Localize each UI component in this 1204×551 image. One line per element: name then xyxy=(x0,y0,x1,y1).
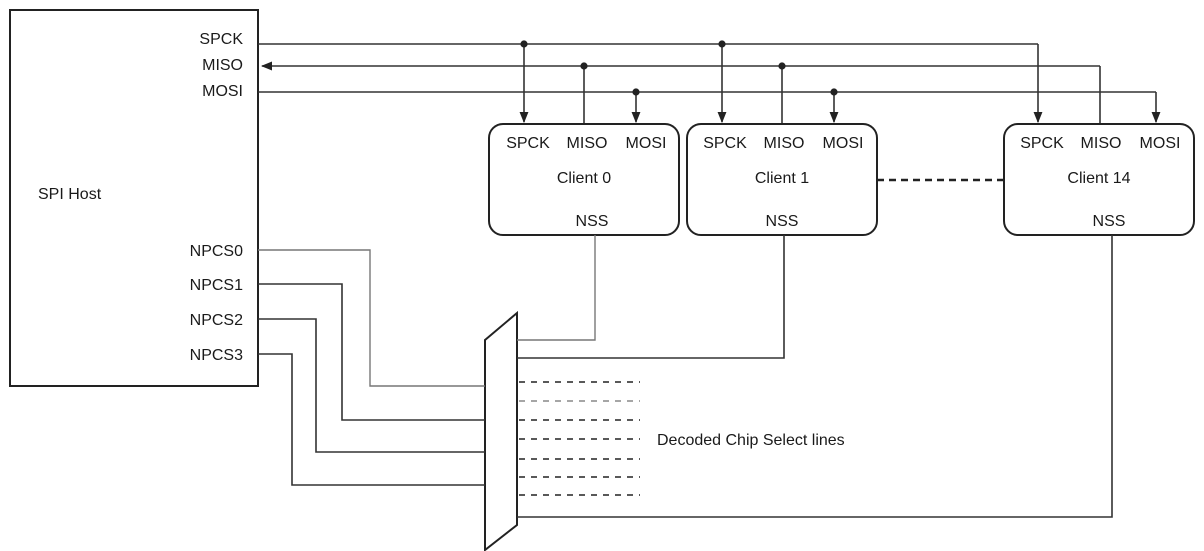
junction-dot xyxy=(632,88,640,96)
chip-select-decoder xyxy=(484,310,518,551)
client-0-name: Client 0 xyxy=(557,170,611,187)
host-pin-mosi: MOSI xyxy=(202,83,243,100)
client-1-nss: NSS xyxy=(766,213,799,230)
client-14-pin-miso: MISO xyxy=(1081,135,1122,152)
mosi-bus xyxy=(258,88,1161,124)
client-1-pin-mosi: MOSI xyxy=(823,135,864,152)
decoded-chip-select-lines xyxy=(519,381,640,496)
client-0-block: SPCK MISO MOSI Client 0 NSS xyxy=(488,123,680,236)
client-14-name: Client 14 xyxy=(1067,170,1130,187)
client-14-pin-mosi: MOSI xyxy=(1140,135,1181,152)
host-pin-npcs2: NPCS2 xyxy=(190,312,243,329)
junction-dot xyxy=(830,88,838,96)
host-pin-npcs0: NPCS0 xyxy=(190,243,243,260)
junction-dot xyxy=(580,62,588,70)
host-pin-npcs3: NPCS3 xyxy=(190,347,243,364)
nss-lines xyxy=(517,235,1113,518)
client-0-pin-spck: SPCK xyxy=(506,135,550,152)
client-14-block: SPCK MISO MOSI Client 14 NSS xyxy=(1003,123,1195,236)
npcs-lines xyxy=(258,249,485,486)
junction-dot xyxy=(778,62,786,70)
host-pin-miso: MISO xyxy=(202,57,243,74)
junction-dot xyxy=(520,40,528,48)
spck-bus xyxy=(258,40,1043,124)
client-1-block: SPCK MISO MOSI Client 1 NSS xyxy=(686,123,878,236)
client-0-pin-miso: MISO xyxy=(567,135,608,152)
host-pin-spck: SPCK xyxy=(199,31,243,48)
spi-host-block xyxy=(9,9,259,387)
client-1-pin-spck: SPCK xyxy=(703,135,747,152)
miso-bus xyxy=(260,61,1101,124)
client-14-pin-spck: SPCK xyxy=(1020,135,1064,152)
client-1-name: Client 1 xyxy=(755,170,809,187)
junction-dot xyxy=(718,40,726,48)
client-1-pin-miso: MISO xyxy=(764,135,805,152)
spi-host-title: SPI Host xyxy=(38,186,102,203)
client-14-nss: NSS xyxy=(1093,213,1126,230)
client-0-pin-mosi: MOSI xyxy=(626,135,667,152)
decoded-lines-label: Decoded Chip Select lines xyxy=(657,432,845,449)
client-0-nss: NSS xyxy=(576,213,609,230)
host-pin-npcs1: NPCS1 xyxy=(190,277,243,294)
